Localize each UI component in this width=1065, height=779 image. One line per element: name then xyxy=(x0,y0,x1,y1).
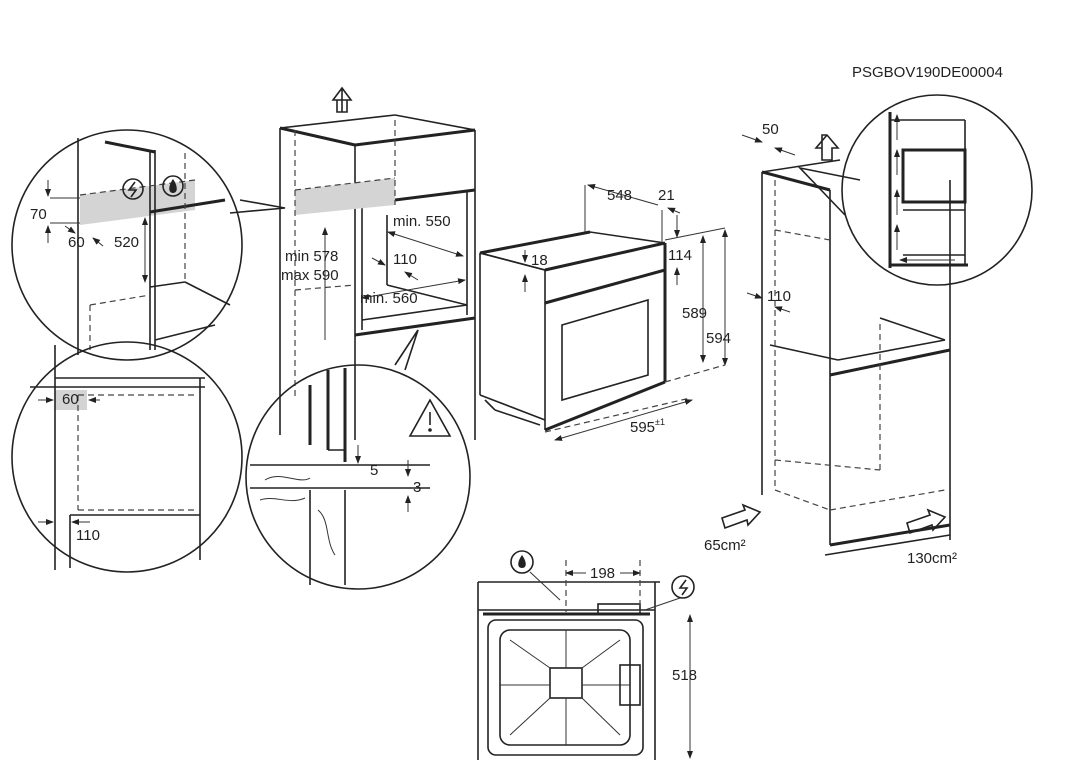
airflow-arrow-icon xyxy=(331,86,353,113)
dim-depth: 60 xyxy=(68,234,85,251)
electric-connection-icon xyxy=(122,178,144,200)
dim-thickness: 3 xyxy=(413,479,421,496)
dim-min-width: min. 560 xyxy=(360,290,418,307)
dim-vent: 110 xyxy=(767,288,791,305)
dim-gap: 50 xyxy=(762,121,779,138)
dim-max-height: max 590 xyxy=(281,267,339,284)
gas-connection-icon xyxy=(162,175,184,197)
tall-cabinet: 50 110 65cm² 130cm² xyxy=(704,121,957,567)
dim-min-height: min 578 xyxy=(285,248,338,265)
electric-connection-icon xyxy=(671,575,695,599)
dim-vent: 110 xyxy=(393,251,417,268)
dim-depth: 60 xyxy=(62,391,79,408)
dim-connection-offset: 198 xyxy=(590,565,615,582)
dim-panel: 114 xyxy=(668,247,692,264)
airflow-arrow-icon xyxy=(814,134,840,161)
dim-vent: 110 xyxy=(76,527,100,544)
document-code: PSGBOV190DE00004 xyxy=(852,64,1003,81)
built-in-cabinet: min 578 max 590 min. 550 110 min. 560 xyxy=(279,86,476,440)
outlet-area: 130cm² xyxy=(907,550,957,567)
callout-line xyxy=(229,199,286,214)
dim-height: 594 xyxy=(706,330,731,347)
dim-depth: 518 xyxy=(672,667,697,684)
dim-height-inner: 589 xyxy=(682,305,707,322)
detail-top-right xyxy=(841,94,1033,286)
detail-bottom-left: 60 110 xyxy=(11,341,243,573)
gas-connection-icon xyxy=(510,550,534,574)
top-view: 198 518 xyxy=(477,550,697,760)
dim-depth: 548 xyxy=(607,187,632,204)
dim-clearance: 520 xyxy=(114,234,139,251)
dim-front: 21 xyxy=(658,187,675,204)
dim-width: 595±1 xyxy=(630,417,665,436)
detail-top-left: 70 60 520 xyxy=(11,129,243,361)
dim-gap: 5 xyxy=(370,462,378,479)
dim-height: 70 xyxy=(30,206,47,223)
warning-icon xyxy=(408,398,452,437)
callout-line xyxy=(394,329,419,371)
detail-gap: 5 3 xyxy=(245,364,471,590)
inlet-area: 65cm² xyxy=(704,537,746,554)
oven-unit: 548 21 18 114 589 594 595±1 xyxy=(479,184,731,441)
callout-line xyxy=(797,166,861,216)
dim-min-depth: min. 550 xyxy=(393,213,451,230)
dim-top-offset: 18 xyxy=(531,252,548,269)
